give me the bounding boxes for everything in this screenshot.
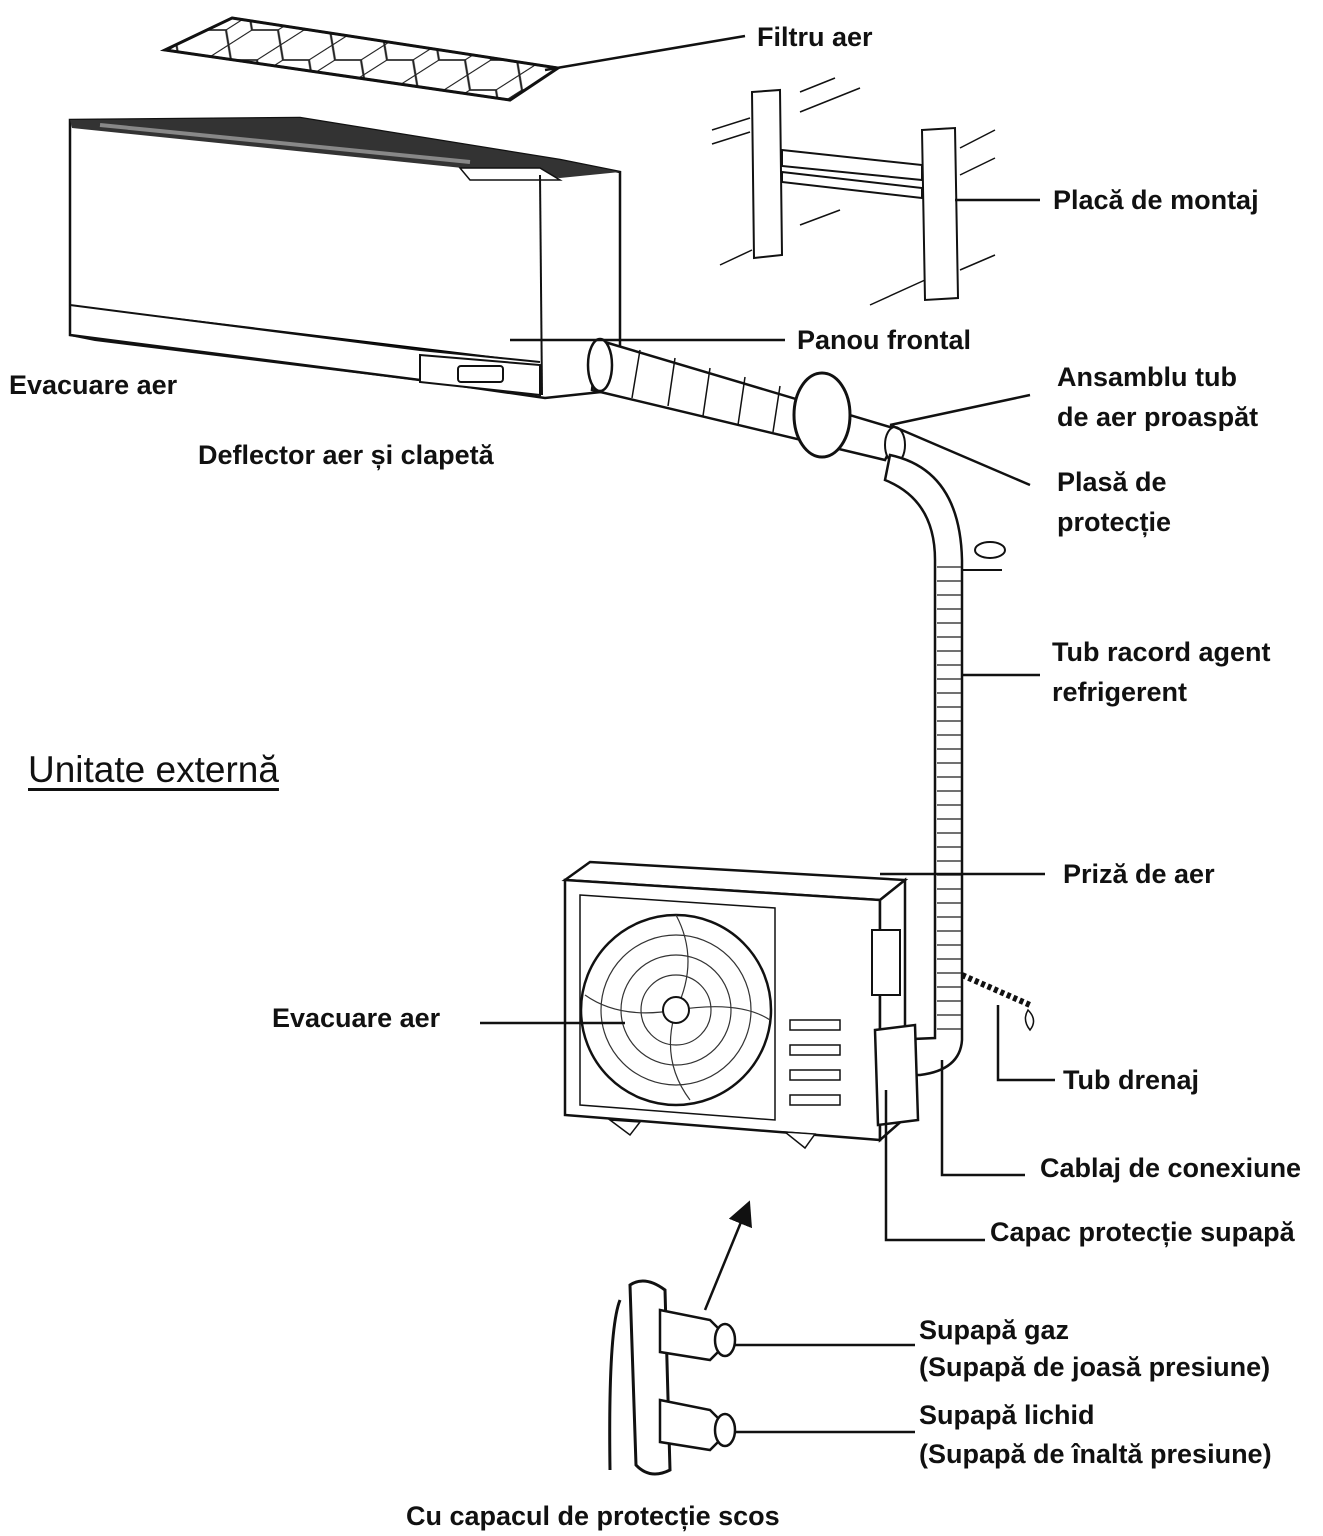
drain-pipe bbox=[960, 972, 1035, 1032]
label-front-panel: Panou frontal bbox=[797, 325, 971, 355]
indoor-unit bbox=[68, 116, 622, 400]
leader-lines bbox=[480, 34, 1055, 1434]
fresh-air-duct bbox=[586, 337, 906, 464]
heading-outdoor-unit: Unitate externă bbox=[28, 749, 279, 790]
air-filter bbox=[159, 16, 563, 102]
label-air-filter: Filtru aer bbox=[757, 22, 873, 52]
label-connecting-wiring: Cablaj de conexiune bbox=[1040, 1153, 1302, 1183]
label-gas-valve-line1: Supapă gaz bbox=[919, 1315, 1070, 1345]
label-air-outlet-outdoor: Evacuare aer bbox=[272, 1003, 441, 1033]
label-protective-mesh-line2: protecție bbox=[1057, 507, 1172, 537]
label-liquid-valve-line2: (Supapă de înaltă presiune) bbox=[919, 1439, 1272, 1469]
label-refrigerant-pipe-line2: refrigerent bbox=[1052, 677, 1188, 707]
mounting-plate bbox=[711, 77, 996, 306]
label-mounting-plate: Placă de montaj bbox=[1053, 185, 1259, 215]
label-air-outlet-indoor: Evacuare aer bbox=[9, 370, 178, 400]
label-valve-cover: Capac protecție supapă bbox=[990, 1217, 1295, 1247]
refrigerant-pipe bbox=[883, 453, 1006, 1077]
label-refrigerant-pipe-line1: Tub racord agent bbox=[1052, 637, 1271, 667]
label-protective-mesh-line1: Plasă de bbox=[1057, 467, 1167, 497]
label-gas-valve-line2: (Supapă de joasă presiune) bbox=[919, 1352, 1271, 1382]
valve-detail bbox=[608, 1200, 752, 1476]
label-fresh-air-tube-line1: Ansamblu tub bbox=[1057, 362, 1237, 392]
outdoor-unit bbox=[561, 860, 920, 1150]
label-liquid-valve-line1: Supapă lichid bbox=[919, 1400, 1095, 1430]
label-drain-pipe: Tub drenaj bbox=[1063, 1065, 1200, 1095]
label-fresh-air-tube-line2: de aer proaspăt bbox=[1057, 402, 1259, 431]
label-deflector: Deflector aer și clapetă bbox=[198, 440, 494, 470]
label-air-intake: Priză de aer bbox=[1063, 859, 1215, 889]
label-cover-removed: Cu capacul de protecție scos bbox=[406, 1501, 780, 1531]
